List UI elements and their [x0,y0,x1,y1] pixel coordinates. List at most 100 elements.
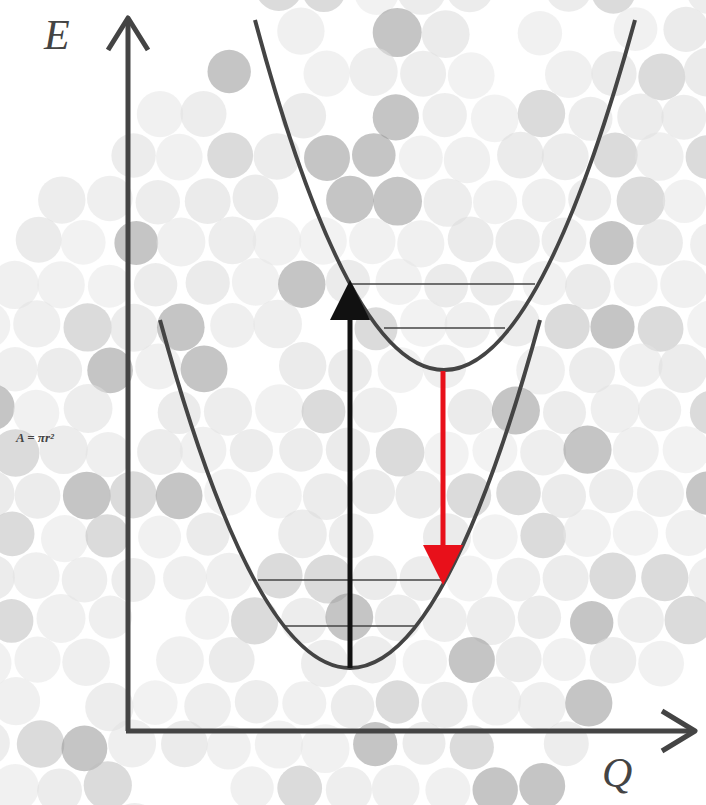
nanoparticle [563,426,611,474]
nanoparticle [686,471,706,514]
nanoparticle [378,347,424,393]
nanoparticle [0,470,15,518]
nanoparticle [617,176,666,225]
nanoparticle [156,636,204,684]
nanoparticle [63,472,111,520]
nanoparticle [352,133,396,177]
axis-label: Q [602,752,632,794]
nanoparticle [110,803,159,805]
nanoparticle [687,300,706,348]
nanoparticle [156,134,203,181]
nanoparticle [282,681,326,725]
nanoparticle [110,304,158,352]
nanoparticle [666,510,706,556]
nanoparticle [638,53,685,100]
nanoparticle [518,11,562,55]
nanoparticle [349,218,395,264]
nanoparticle [37,594,86,643]
nanoparticle [0,764,39,805]
nanoparticle [255,384,304,433]
excited-state-parabola [255,20,635,370]
nanoparticle [41,515,88,562]
nanoparticle [565,264,611,310]
nanoparticle [84,761,132,805]
vibrational-level [352,283,535,285]
nanoparticle [0,512,34,557]
nanoparticle [14,637,60,683]
nanoparticle [400,299,448,347]
nanoparticle [636,219,683,266]
nanoparticle [278,510,327,559]
nanoparticle [400,51,446,97]
nanoparticle [446,0,494,12]
nanoparticle [181,91,227,137]
nanoparticle [136,180,180,224]
nanoparticle [496,471,541,516]
nanoparticle [16,217,62,263]
nanoparticle [209,217,257,265]
nanoparticle [350,469,395,514]
nanoparticle [304,51,350,97]
nanoparticle [376,259,422,305]
nanoparticle [659,344,706,393]
nanoparticle [638,641,684,687]
nanoparticle [565,679,612,726]
nanoparticle [0,302,10,348]
nanoparticle [399,136,443,180]
absorption-arrow [348,300,353,668]
nanoparticle [424,431,468,475]
nanoparticle [520,513,566,559]
nanoparticle [231,597,278,644]
vibrational-level [384,327,505,329]
nanoparticle [186,261,230,305]
emission-arrow [441,371,446,565]
nanoparticle [134,263,177,306]
nanoparticle [544,721,589,766]
nanoparticle [376,680,419,723]
nanoparticle [0,347,37,391]
nanoparticle [326,767,372,805]
axis-label: E [44,14,70,56]
nanoparticle [545,304,590,349]
nanoparticle [277,7,324,54]
nanoparticle [376,428,425,477]
nanoparticle [64,384,113,433]
nanoparticle [89,596,132,639]
nanoparticle [0,677,40,725]
nanoparticle [590,221,634,265]
nanoparticle [230,429,273,472]
nanoparticle [0,721,10,766]
nanoparticle [233,175,279,221]
nanoparticle [661,95,706,140]
nanoparticle [15,473,61,519]
nanoparticle [422,10,470,58]
nanoparticle [613,427,659,473]
nanoparticle [38,176,85,223]
nanoparticle [563,509,611,557]
nanoparticle [518,596,561,639]
nanoparticle [111,558,155,602]
nanoparticle [663,7,706,52]
nanoparticle [686,135,706,179]
nanoparticle [590,305,634,349]
nanoparticle [690,223,706,267]
nanoparticle [473,767,518,805]
nanoparticle [448,216,494,262]
nanoparticle [88,265,131,308]
nanoparticle [326,176,374,224]
nanoparticle [614,263,658,307]
nanoparticle [449,637,495,683]
nanoparticle [138,516,181,559]
nanoparticle [13,552,60,599]
nanoparticle [204,469,251,516]
nanoparticle [279,342,326,389]
nanoparticle [589,469,633,513]
nanoparticle [349,47,397,95]
nanoparticle [663,426,706,473]
nanoparticle [186,513,229,556]
nanoparticle [403,722,446,765]
nanoparticle [64,303,112,351]
nanoparticle [353,556,398,601]
nanoparticle [613,510,658,555]
